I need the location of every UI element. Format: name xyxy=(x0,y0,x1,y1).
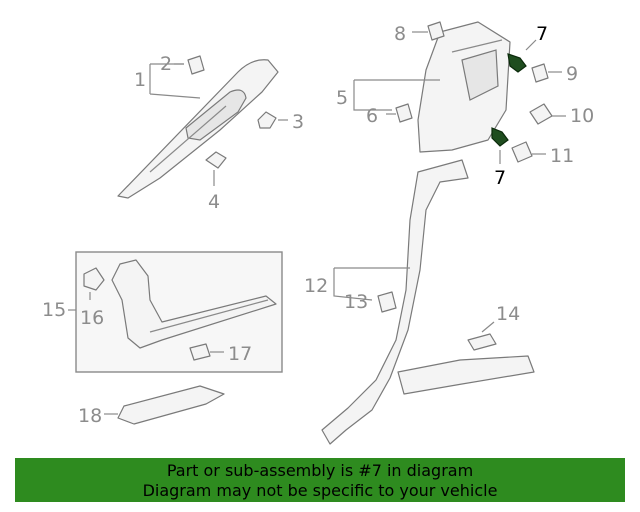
part-10-clip xyxy=(529,103,553,125)
part-2-clip xyxy=(187,55,205,75)
part-17-clip xyxy=(189,343,211,361)
part-7-bolt-lower xyxy=(491,127,509,147)
callout-11: 11 xyxy=(550,145,574,167)
callout-7-upper: 7 xyxy=(536,23,548,45)
callout-4: 4 xyxy=(208,191,220,213)
callout-7-lower: 7 xyxy=(494,167,506,189)
callout-8: 8 xyxy=(394,23,406,45)
banner-line-1: Part or sub-assembly is #7 in diagram xyxy=(166,461,474,480)
callout-16: 16 xyxy=(80,307,104,329)
callout-13: 13 xyxy=(344,291,368,313)
part-3-clip xyxy=(257,111,277,129)
callout-9: 9 xyxy=(566,63,578,85)
part-12-b-pillar-lower-trim xyxy=(321,159,535,445)
banner-line-2: Diagram may not be specific to your vehi… xyxy=(142,481,498,500)
callout-17: 17 xyxy=(228,343,252,365)
part-13-clip xyxy=(377,291,397,313)
callout-1: 1 xyxy=(134,69,146,91)
part-8-clip xyxy=(427,21,445,41)
callout-18: 18 xyxy=(78,405,102,427)
callout-14: 14 xyxy=(496,303,520,325)
callout-2: 2 xyxy=(160,53,172,75)
callout-6: 6 xyxy=(366,105,378,127)
callout-5: 5 xyxy=(336,87,348,109)
part-5-b-pillar-upper-trim xyxy=(417,21,511,153)
part-7-bolt-upper xyxy=(507,53,527,73)
part-1-a-pillar-trim xyxy=(117,59,279,199)
leader-lines xyxy=(68,31,566,415)
callout-12: 12 xyxy=(304,275,328,297)
part-16-clip xyxy=(83,267,105,291)
callout-15: 15 xyxy=(42,299,66,321)
part-6-clip xyxy=(395,103,413,123)
part-18-sill-piece xyxy=(117,385,225,425)
callout-3: 3 xyxy=(292,111,304,133)
parts-diagram: 1 2 3 4 5 6 7 7 8 9 10 11 12 13 14 15 16… xyxy=(42,21,594,445)
part-11-clip xyxy=(511,141,533,163)
info-banner: Part or sub-assembly is #7 in diagram Di… xyxy=(15,458,625,502)
part-4-clip xyxy=(205,151,227,169)
inset-box xyxy=(75,251,283,373)
callout-10: 10 xyxy=(570,105,594,127)
part-14-clip xyxy=(467,333,497,351)
part-9-clip xyxy=(531,63,549,83)
